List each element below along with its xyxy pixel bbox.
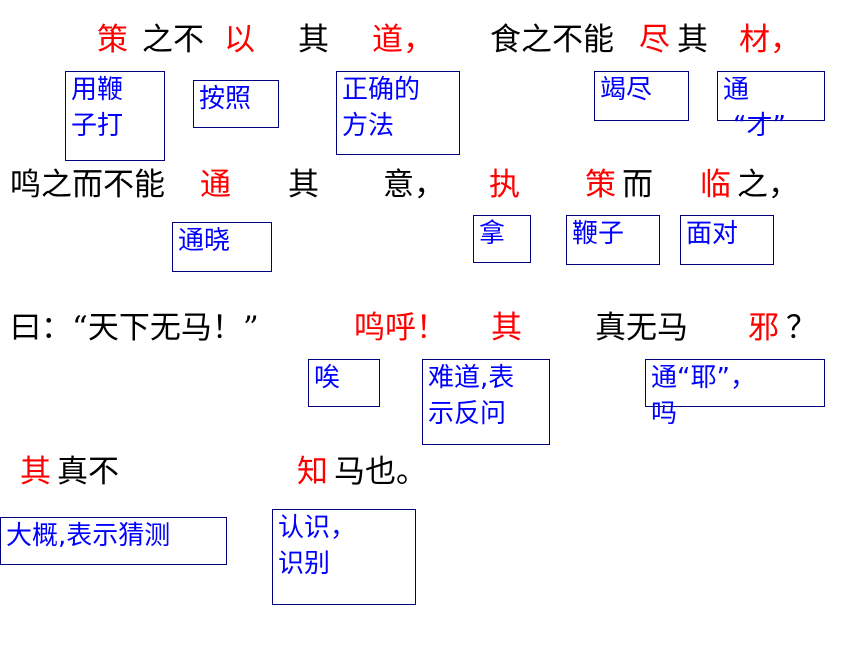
note-ce2: 鞭子 (566, 215, 660, 265)
note-line: 大概,表示猜测 (6, 521, 171, 551)
note-line: 难道,表 (428, 363, 515, 393)
text-yue-tianxiawuma: 曰：“天下无马！” (10, 310, 259, 346)
note-line: 通晓 (178, 226, 231, 256)
note-line: “才” (733, 111, 786, 141)
text-mingzhiebuneng: 鸣之而不能 (10, 167, 165, 203)
text-zhenwuma: 真无马 (595, 310, 688, 346)
note-line: 示反问 (428, 399, 507, 429)
char-dao: 道， (372, 22, 434, 58)
char-ye: 邪 (748, 310, 779, 346)
text-maye: 马也。 (334, 454, 427, 490)
note-line: 认识， (278, 513, 357, 543)
note-qi2: 大概,表示猜测 (0, 517, 227, 565)
text-zhenbu: 真不 (57, 454, 119, 490)
note-cai: 通 “才” (717, 71, 825, 141)
note-wuhu: 唉 (308, 359, 380, 407)
char-ce-2: 策 (585, 167, 616, 203)
note-line: 吗 (651, 399, 678, 429)
note-qi: 难道,表 示反问 (422, 359, 550, 445)
text-zhi: 之， (737, 167, 799, 203)
char-qi: 其 (298, 22, 329, 58)
note-line: 用鞭 (71, 75, 124, 105)
note-line: 子打 (71, 111, 124, 141)
note-ce: 用鞭 子打 (65, 71, 165, 161)
text-yi-meaning: 意， (383, 167, 445, 203)
char-qi-5: 其 (20, 454, 51, 490)
note-yi: 按照 (193, 80, 279, 128)
note-jin: 竭尽 (594, 71, 689, 121)
note-line: 鞭子 (572, 219, 625, 249)
char-zhi-hold: 执 (489, 167, 520, 203)
note-tong: 通晓 (172, 222, 272, 272)
text-shizhibuneng: 食之不能 (490, 22, 614, 58)
note-line: 面对 (686, 219, 739, 249)
note-line: 方法 (342, 111, 395, 141)
note-zhi2: 认识， 识别 (272, 509, 416, 605)
char-ce: 策 (97, 22, 128, 58)
note-lin: 面对 (680, 215, 774, 265)
char-zhi-know: 知 (297, 454, 328, 490)
note-ye: 通“耶”， 吗 (645, 359, 825, 429)
char-qi-4: 其 (491, 310, 522, 346)
char-cai: 材， (739, 22, 801, 58)
text-zhibu: 之不 (142, 22, 204, 58)
char-qi-3: 其 (288, 167, 319, 203)
note-dao: 正确的 方法 (336, 71, 460, 155)
text-question-mark: ？ (786, 310, 817, 346)
char-jin: 尽 (639, 22, 670, 58)
note-line: 识别 (278, 549, 331, 579)
note-line: 唉 (314, 363, 341, 393)
char-lin: 临 (700, 167, 731, 203)
note-line: 通“耶”， (651, 363, 756, 393)
char-qi-2: 其 (677, 22, 708, 58)
char-er: 而 (622, 167, 653, 203)
note-line: 按照 (199, 84, 252, 114)
note-line: 拿 (479, 219, 506, 249)
note-line: 竭尽 (600, 75, 653, 105)
text-wuhu: 鸣呼！ (354, 310, 447, 346)
note-line: 通 (723, 75, 750, 105)
char-tong: 通 (200, 167, 231, 203)
char-yi: 以 (224, 22, 255, 58)
note-line: 正确的 (342, 75, 421, 105)
note-zhi: 拿 (473, 215, 531, 263)
